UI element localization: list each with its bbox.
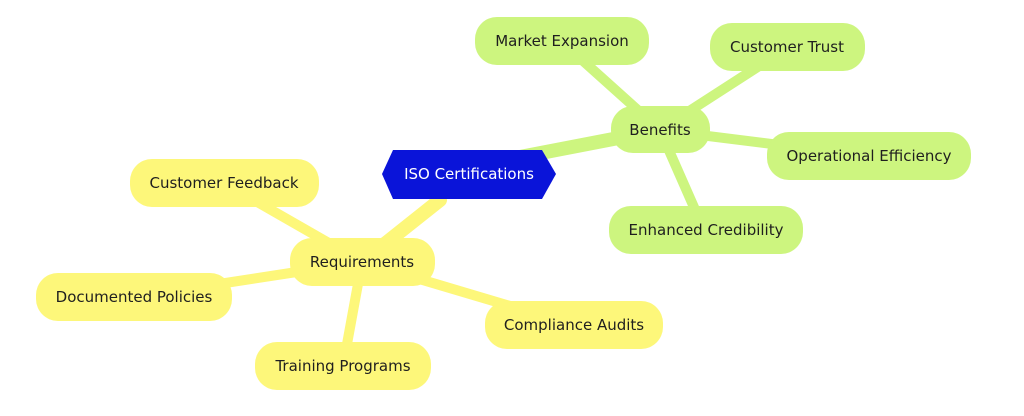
leaf-node-market-expansion-shape (475, 17, 649, 65)
leaf-node-training-programs[interactable]: Training Programs (255, 342, 431, 390)
leaf-node-customer-trust-shape (710, 23, 865, 71)
leaf-node-customer-trust-label: Customer Trust (730, 38, 844, 56)
branch-node-requirements-label: Requirements (310, 253, 414, 271)
leaf-node-market-expansion-label: Market Expansion (495, 32, 629, 50)
leaf-node-operational-efficiency[interactable]: Operational Efficiency (767, 132, 971, 180)
leaf-node-customer-feedback-label: Customer Feedback (149, 174, 298, 192)
leaf-node-documented-policies-label: Documented Policies (56, 288, 213, 306)
leaf-node-compliance-audits-label: Compliance Audits (504, 316, 644, 334)
branch-node-requirements-shape (290, 238, 435, 286)
leaf-node-compliance-audits-shape (485, 301, 663, 349)
leaf-node-customer-feedback-shape (130, 159, 319, 207)
branch-node-requirements[interactable]: Requirements (290, 238, 435, 286)
leaf-node-market-expansion[interactable]: Market Expansion (475, 17, 649, 65)
leaf-node-enhanced-credibility[interactable]: Enhanced Credibility (609, 206, 803, 254)
leaf-node-training-programs-label: Training Programs (274, 357, 410, 375)
leaf-node-compliance-audits[interactable]: Compliance Audits (485, 301, 663, 349)
branch-node-benefits[interactable]: Benefits (611, 106, 710, 153)
root-node[interactable]: ISO Certifications (382, 150, 556, 199)
root-node-shape (382, 150, 556, 199)
leaf-node-enhanced-credibility-label: Enhanced Credibility (629, 221, 784, 239)
branch-node-benefits-shape (611, 106, 710, 153)
branch-node-benefits-label: Benefits (629, 121, 691, 139)
leaf-node-documented-policies-shape (36, 273, 232, 321)
leaf-node-customer-trust[interactable]: Customer Trust (710, 23, 865, 71)
leaf-node-operational-efficiency-shape (767, 132, 971, 180)
leaf-node-customer-feedback[interactable]: Customer Feedback (130, 159, 319, 207)
leaf-node-operational-efficiency-label: Operational Efficiency (786, 147, 951, 165)
leaf-node-documented-policies[interactable]: Documented Policies (36, 273, 232, 321)
leaf-node-enhanced-credibility-shape (609, 206, 803, 254)
leaf-node-training-programs-shape (255, 342, 431, 390)
root-node-label: ISO Certifications (404, 165, 534, 183)
